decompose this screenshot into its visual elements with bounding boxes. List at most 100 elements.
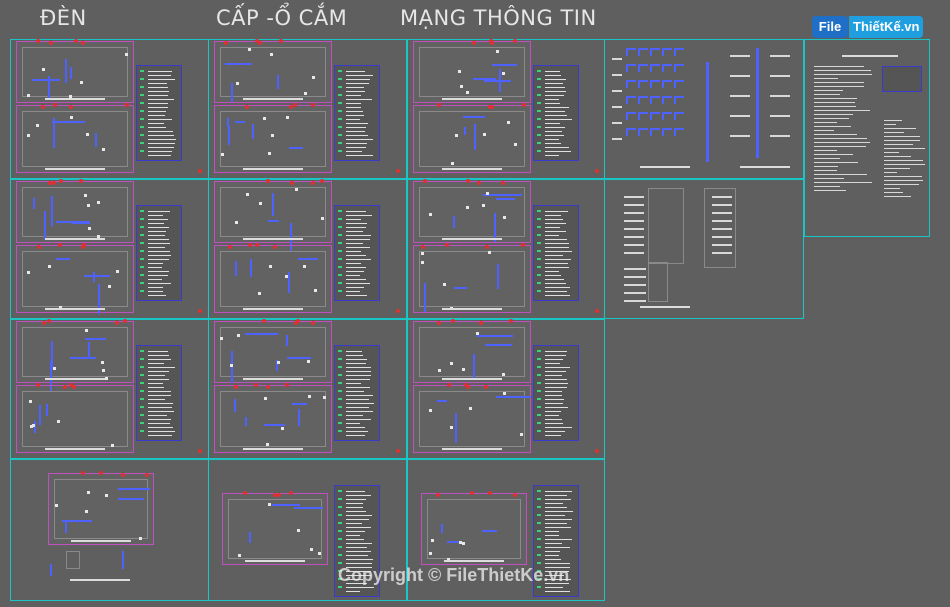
riser-diagram-sheet[interactable] [604, 39, 804, 179]
marker-icon [227, 245, 232, 249]
legend-row [346, 131, 366, 132]
fixture-mark [268, 503, 272, 507]
legend-row [346, 415, 363, 416]
fixture-mark [27, 93, 31, 97]
notes-row [884, 152, 900, 153]
marker-icon [513, 39, 518, 43]
fixture-mark [449, 425, 453, 429]
legend-row [545, 503, 563, 504]
floor-plan[interactable] [214, 385, 332, 453]
marker-icon [276, 493, 281, 497]
legend-row [148, 383, 163, 384]
floor-plan[interactable] [413, 41, 531, 103]
legend-row [346, 547, 367, 548]
marker-icon [421, 245, 426, 249]
legend-row [148, 375, 166, 376]
drawing-sheet[interactable] [407, 319, 605, 459]
floor-plan[interactable] [413, 321, 531, 383]
legend-row [148, 295, 167, 296]
drawing-sheet[interactable] [407, 459, 605, 601]
drawing-sheet[interactable] [208, 39, 407, 179]
legend-table[interactable] [533, 65, 579, 161]
material-schedule-sheet[interactable] [804, 39, 930, 237]
legend-symbol [338, 350, 342, 352]
legend-table[interactable] [533, 345, 579, 441]
legend-table[interactable] [334, 345, 380, 441]
drawing-sheet[interactable] [208, 459, 407, 601]
floor-plan[interactable] [16, 385, 134, 453]
legend-row [346, 135, 368, 136]
legend-symbol [537, 126, 541, 128]
wire-run [289, 222, 292, 252]
floor-plan[interactable] [413, 105, 531, 173]
sheet-caption [740, 166, 790, 168]
drawing-sheet[interactable] [208, 319, 407, 459]
drawing-sheet[interactable] [208, 179, 407, 319]
marker-icon [396, 169, 400, 173]
riser-branch [638, 48, 648, 50]
plan-caption [243, 98, 303, 100]
single-line-diagram-sheet[interactable] [604, 179, 804, 319]
legend-row [346, 431, 369, 432]
floor-plan[interactable] [16, 245, 134, 313]
fixture-mark [237, 554, 241, 558]
riser-branch [650, 96, 652, 104]
legend-symbol [338, 382, 342, 384]
marker-icon [253, 383, 258, 387]
legend-row [346, 531, 365, 532]
floor-plan[interactable] [421, 493, 527, 565]
plan-caption [245, 560, 305, 562]
legend-table[interactable] [136, 205, 182, 301]
legend-table[interactable] [334, 65, 380, 161]
legend-row [545, 383, 569, 384]
legend-row [346, 287, 365, 288]
circuit-label [712, 244, 732, 246]
wire-run [464, 126, 467, 136]
floor-plan[interactable] [214, 105, 332, 173]
legend-row [545, 127, 565, 128]
legend-row [545, 379, 567, 380]
legend-row [346, 255, 367, 256]
riser-branch [662, 80, 664, 88]
legend-row [545, 375, 563, 376]
floor-plan[interactable] [214, 245, 332, 313]
riser-label [730, 115, 750, 117]
notes-row [884, 192, 904, 193]
legend-row [545, 531, 560, 532]
floor-plan[interactable] [214, 41, 332, 103]
legend-table[interactable] [136, 65, 182, 161]
floor-plan[interactable] [16, 105, 134, 173]
marker-icon [198, 169, 202, 173]
floor-plan[interactable] [16, 321, 134, 383]
legend-row [346, 91, 366, 92]
legend-table[interactable] [533, 205, 579, 301]
legend-symbol [537, 134, 541, 136]
riser-branch [662, 64, 664, 72]
legend-row [545, 71, 561, 72]
legend-row [346, 259, 371, 260]
legend-symbol [338, 366, 342, 368]
riser-branch [662, 96, 664, 104]
legend-table[interactable] [136, 345, 182, 441]
floor-plan[interactable] [16, 181, 134, 243]
header-cap-o-cam: CẤP -Ổ CẮM [216, 6, 348, 30]
legend-row [545, 563, 570, 564]
legend-row [545, 495, 567, 496]
legend-row [148, 263, 164, 264]
legend-table[interactable] [334, 205, 380, 301]
legend-symbol [537, 490, 541, 492]
legend-row [148, 367, 175, 368]
wire-run [69, 66, 72, 79]
main-riser [706, 62, 709, 162]
riser-branch [674, 80, 684, 82]
marker-icon [278, 39, 283, 43]
fixture-mark [307, 394, 311, 398]
schedule-row [814, 146, 867, 147]
floor-plan[interactable] [413, 245, 531, 313]
riser-branch [626, 96, 628, 104]
floor-plan[interactable] [214, 321, 332, 383]
fixture-mark [431, 539, 435, 543]
wire-run [474, 123, 477, 150]
floor-plan[interactable] [413, 181, 531, 243]
